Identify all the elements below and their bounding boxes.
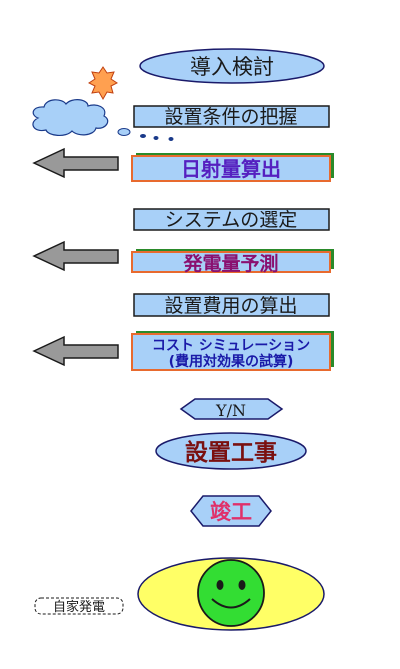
left-arrow-icon [32,335,119,367]
step-system-selection: システムの選定 [133,208,330,231]
step-installation-cost: 設置費用の算出 [133,293,330,317]
construction-node-label: 設置工事 [185,439,277,466]
step-cost-simulation: コスト シミュレーション (費用対効果の試算) [131,331,334,371]
step-solar-radiation: 日射量算出 [131,153,334,182]
result-node [137,557,325,631]
step-installation-cost-label: 設置費用の算出 [164,295,297,317]
step-site-conditions-label: 設置条件の把握 [164,106,297,128]
self-generation-tag: 自家発電 [34,597,124,615]
cloud-icon [32,99,174,141]
step-cost-simulation-sublabel: (費用対効果の試算) [169,353,294,370]
self-generation-tag-label: 自家発電 [53,599,105,615]
step-site-conditions: 設置条件の把握 [133,105,330,128]
completion-node-label: 竣工 [210,500,252,524]
sun-icon [88,66,118,101]
smiley-face-icon [197,559,265,627]
step-system-selection-label: システムの選定 [165,209,297,231]
start-node: 導入検討 [139,48,325,84]
left-arrow-icon [32,147,119,179]
step-generation-forecast: 発電量予測 [131,249,334,275]
step-generation-forecast-label: 発電量予測 [182,252,278,275]
construction-node: 設置工事 [155,432,307,470]
left-arrow-icon [32,240,119,272]
decision-node: Y/N [179,398,284,420]
step-solar-radiation-label: 日射量算出 [181,157,281,181]
step-cost-simulation-label: コスト シミュレーション [152,338,310,354]
completion-node: 竣工 [190,495,272,527]
decision-node-label: Y/N [215,401,246,420]
start-node-label: 導入検討 [190,55,274,79]
